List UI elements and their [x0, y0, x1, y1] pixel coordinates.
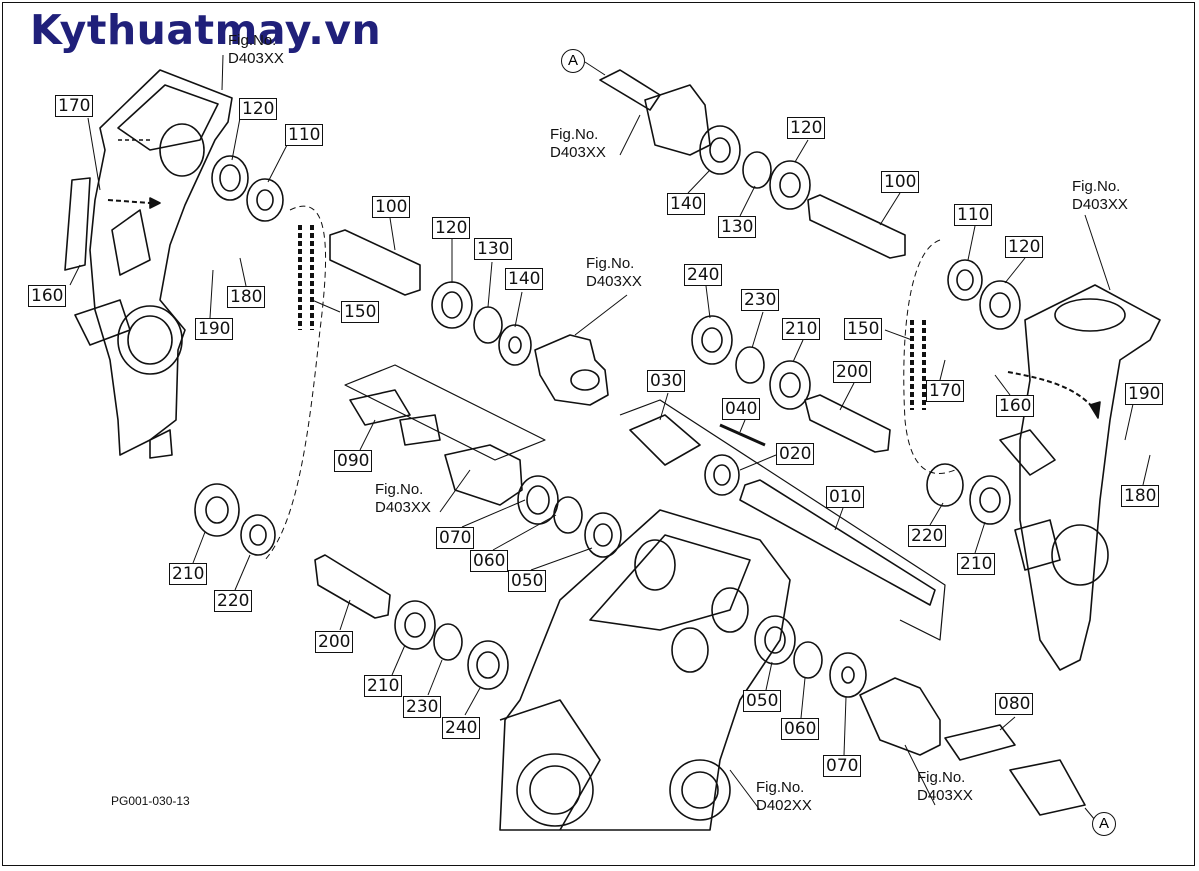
- part-label[interactable]: 070: [823, 755, 862, 777]
- part-label[interactable]: 010: [826, 486, 865, 508]
- part-label[interactable]: 060: [470, 550, 509, 572]
- left-chaincase-housing: [64, 69, 233, 459]
- part-label[interactable]: 140: [667, 193, 706, 215]
- drawing-code: PG001-030-13: [111, 794, 190, 808]
- part-label[interactable]: 200: [315, 631, 354, 653]
- fig-ref[interactable]: Fig.No.D403XX: [1072, 178, 1128, 213]
- part-label[interactable]: 200: [833, 361, 872, 383]
- part-label[interactable]: 120: [787, 117, 826, 139]
- part-label[interactable]: 100: [372, 196, 411, 218]
- part-label[interactable]: 120: [239, 98, 278, 120]
- part-label[interactable]: 050: [743, 690, 782, 712]
- part-label[interactable]: 230: [741, 289, 780, 311]
- part-label[interactable]: 160: [996, 395, 1035, 417]
- watermark: Kythuatmay.vn: [30, 6, 382, 54]
- part-label[interactable]: 120: [432, 217, 471, 239]
- part-label[interactable]: 070: [436, 527, 475, 549]
- part-label[interactable]: 040: [722, 398, 761, 420]
- fig-ref[interactable]: Fig.No.D402XX: [756, 779, 812, 814]
- fig-ref[interactable]: Fig.No.D403XX: [375, 481, 431, 516]
- part-label[interactable]: 100: [881, 171, 920, 193]
- fig-ref[interactable]: Fig.No.D403XX: [228, 32, 284, 67]
- part-label[interactable]: 160: [28, 285, 67, 307]
- part-label[interactable]: 150: [844, 318, 883, 340]
- fig-ref[interactable]: Fig.No.D403XX: [550, 126, 606, 161]
- fig-ref[interactable]: Fig.No.D403XX: [917, 769, 973, 804]
- part-label[interactable]: 150: [341, 301, 380, 323]
- part-label[interactable]: 240: [442, 717, 481, 739]
- part-label[interactable]: 170: [55, 95, 94, 117]
- main-gear-case: [499, 509, 791, 831]
- part-label[interactable]: 210: [957, 553, 996, 575]
- part-label[interactable]: 140: [505, 268, 544, 290]
- part-label[interactable]: 030: [647, 370, 686, 392]
- part-label[interactable]: 210: [782, 318, 821, 340]
- part-label[interactable]: 120: [1005, 236, 1044, 258]
- part-label[interactable]: 230: [403, 696, 442, 718]
- part-label[interactable]: 050: [508, 570, 547, 592]
- connector-a-top: A: [561, 49, 585, 73]
- part-label[interactable]: 180: [1121, 485, 1160, 507]
- part-label[interactable]: 090: [334, 450, 373, 472]
- part-label[interactable]: 220: [214, 590, 253, 612]
- right-chaincase-housing: [999, 284, 1161, 671]
- part-label[interactable]: 130: [474, 238, 513, 260]
- part-label[interactable]: 180: [227, 286, 266, 308]
- part-label[interactable]: 020: [776, 443, 815, 465]
- connector-a-bottom: A: [1092, 812, 1116, 836]
- part-label[interactable]: 240: [684, 264, 723, 286]
- part-label[interactable]: 210: [364, 675, 403, 697]
- part-label[interactable]: 210: [169, 563, 208, 585]
- fig-ref[interactable]: Fig.No.D403XX: [586, 255, 642, 290]
- part-label[interactable]: 190: [195, 318, 234, 340]
- part-label[interactable]: 190: [1125, 383, 1164, 405]
- part-label[interactable]: 110: [954, 204, 993, 226]
- part-label[interactable]: 060: [781, 718, 820, 740]
- part-label[interactable]: 130: [718, 216, 757, 238]
- part-label[interactable]: 110: [285, 124, 324, 146]
- part-label[interactable]: 080: [995, 693, 1034, 715]
- part-label[interactable]: 170: [926, 380, 965, 402]
- part-label[interactable]: 220: [908, 525, 947, 547]
